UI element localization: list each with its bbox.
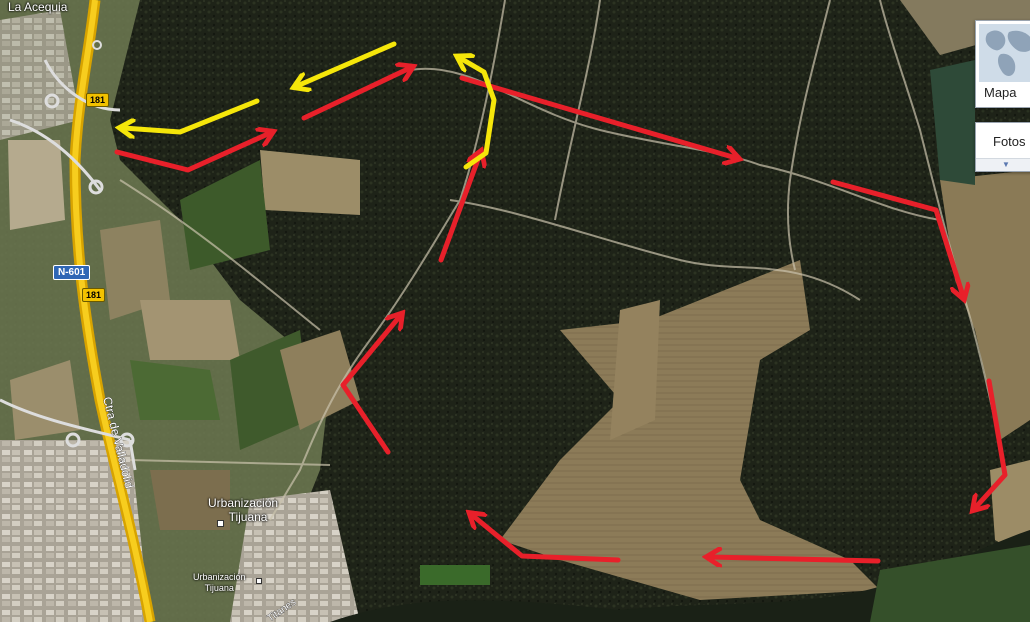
- red-arrow-segment: [114, 133, 270, 173]
- photos-label: Fotos: [993, 134, 1026, 149]
- place-marker: [217, 520, 224, 527]
- place-label-urbanizacion-tijuana: Urbanización Tijuana: [208, 496, 278, 524]
- place-label-line: Urbanización: [208, 496, 279, 510]
- photos-button[interactable]: Fotos ▼: [975, 122, 1030, 172]
- yellow-arrow-segment: [460, 58, 497, 170]
- red-arrow-segment: [438, 154, 480, 263]
- red-arrow-segment: [710, 557, 881, 561]
- road-shield-181: 181: [86, 93, 110, 107]
- map-type-button[interactable]: Mapa: [975, 20, 1030, 108]
- red-arrow-segment: [830, 179, 963, 296]
- place-label-line: Tijuana: [204, 583, 234, 593]
- map-thumbnail: [979, 24, 1030, 82]
- red-arrow-segment: [340, 316, 400, 455]
- yellow-arrow-segment: [297, 41, 397, 86]
- place-label-urbanizacion-tijuana-small: Urbanización Tijuana: [193, 572, 246, 594]
- red-arrow-segment: [472, 515, 621, 563]
- chevron-down-icon[interactable]: ▼: [976, 158, 1030, 171]
- road-label-titanes: Titanes: [265, 597, 298, 622]
- road-label-ctra-valladolid: Ctra de Valladolid: [100, 395, 136, 489]
- map-type-label: Mapa: [984, 85, 1017, 100]
- road-shield-n601: N-601: [53, 265, 91, 280]
- place-marker: [256, 578, 262, 584]
- yellow-arrow-segment: [123, 98, 260, 132]
- red-arrow-segment: [301, 68, 410, 121]
- red-arrow-segment: [459, 75, 736, 158]
- road-shield-181: 181: [82, 288, 106, 302]
- place-label-line: Tijuana: [228, 510, 268, 524]
- place-label-line: Urbanización: [193, 572, 246, 582]
- globe-icon: [979, 24, 1030, 82]
- red-arrow-segment: [975, 378, 1008, 508]
- place-label-la-acequia: La Acequia: [8, 0, 68, 14]
